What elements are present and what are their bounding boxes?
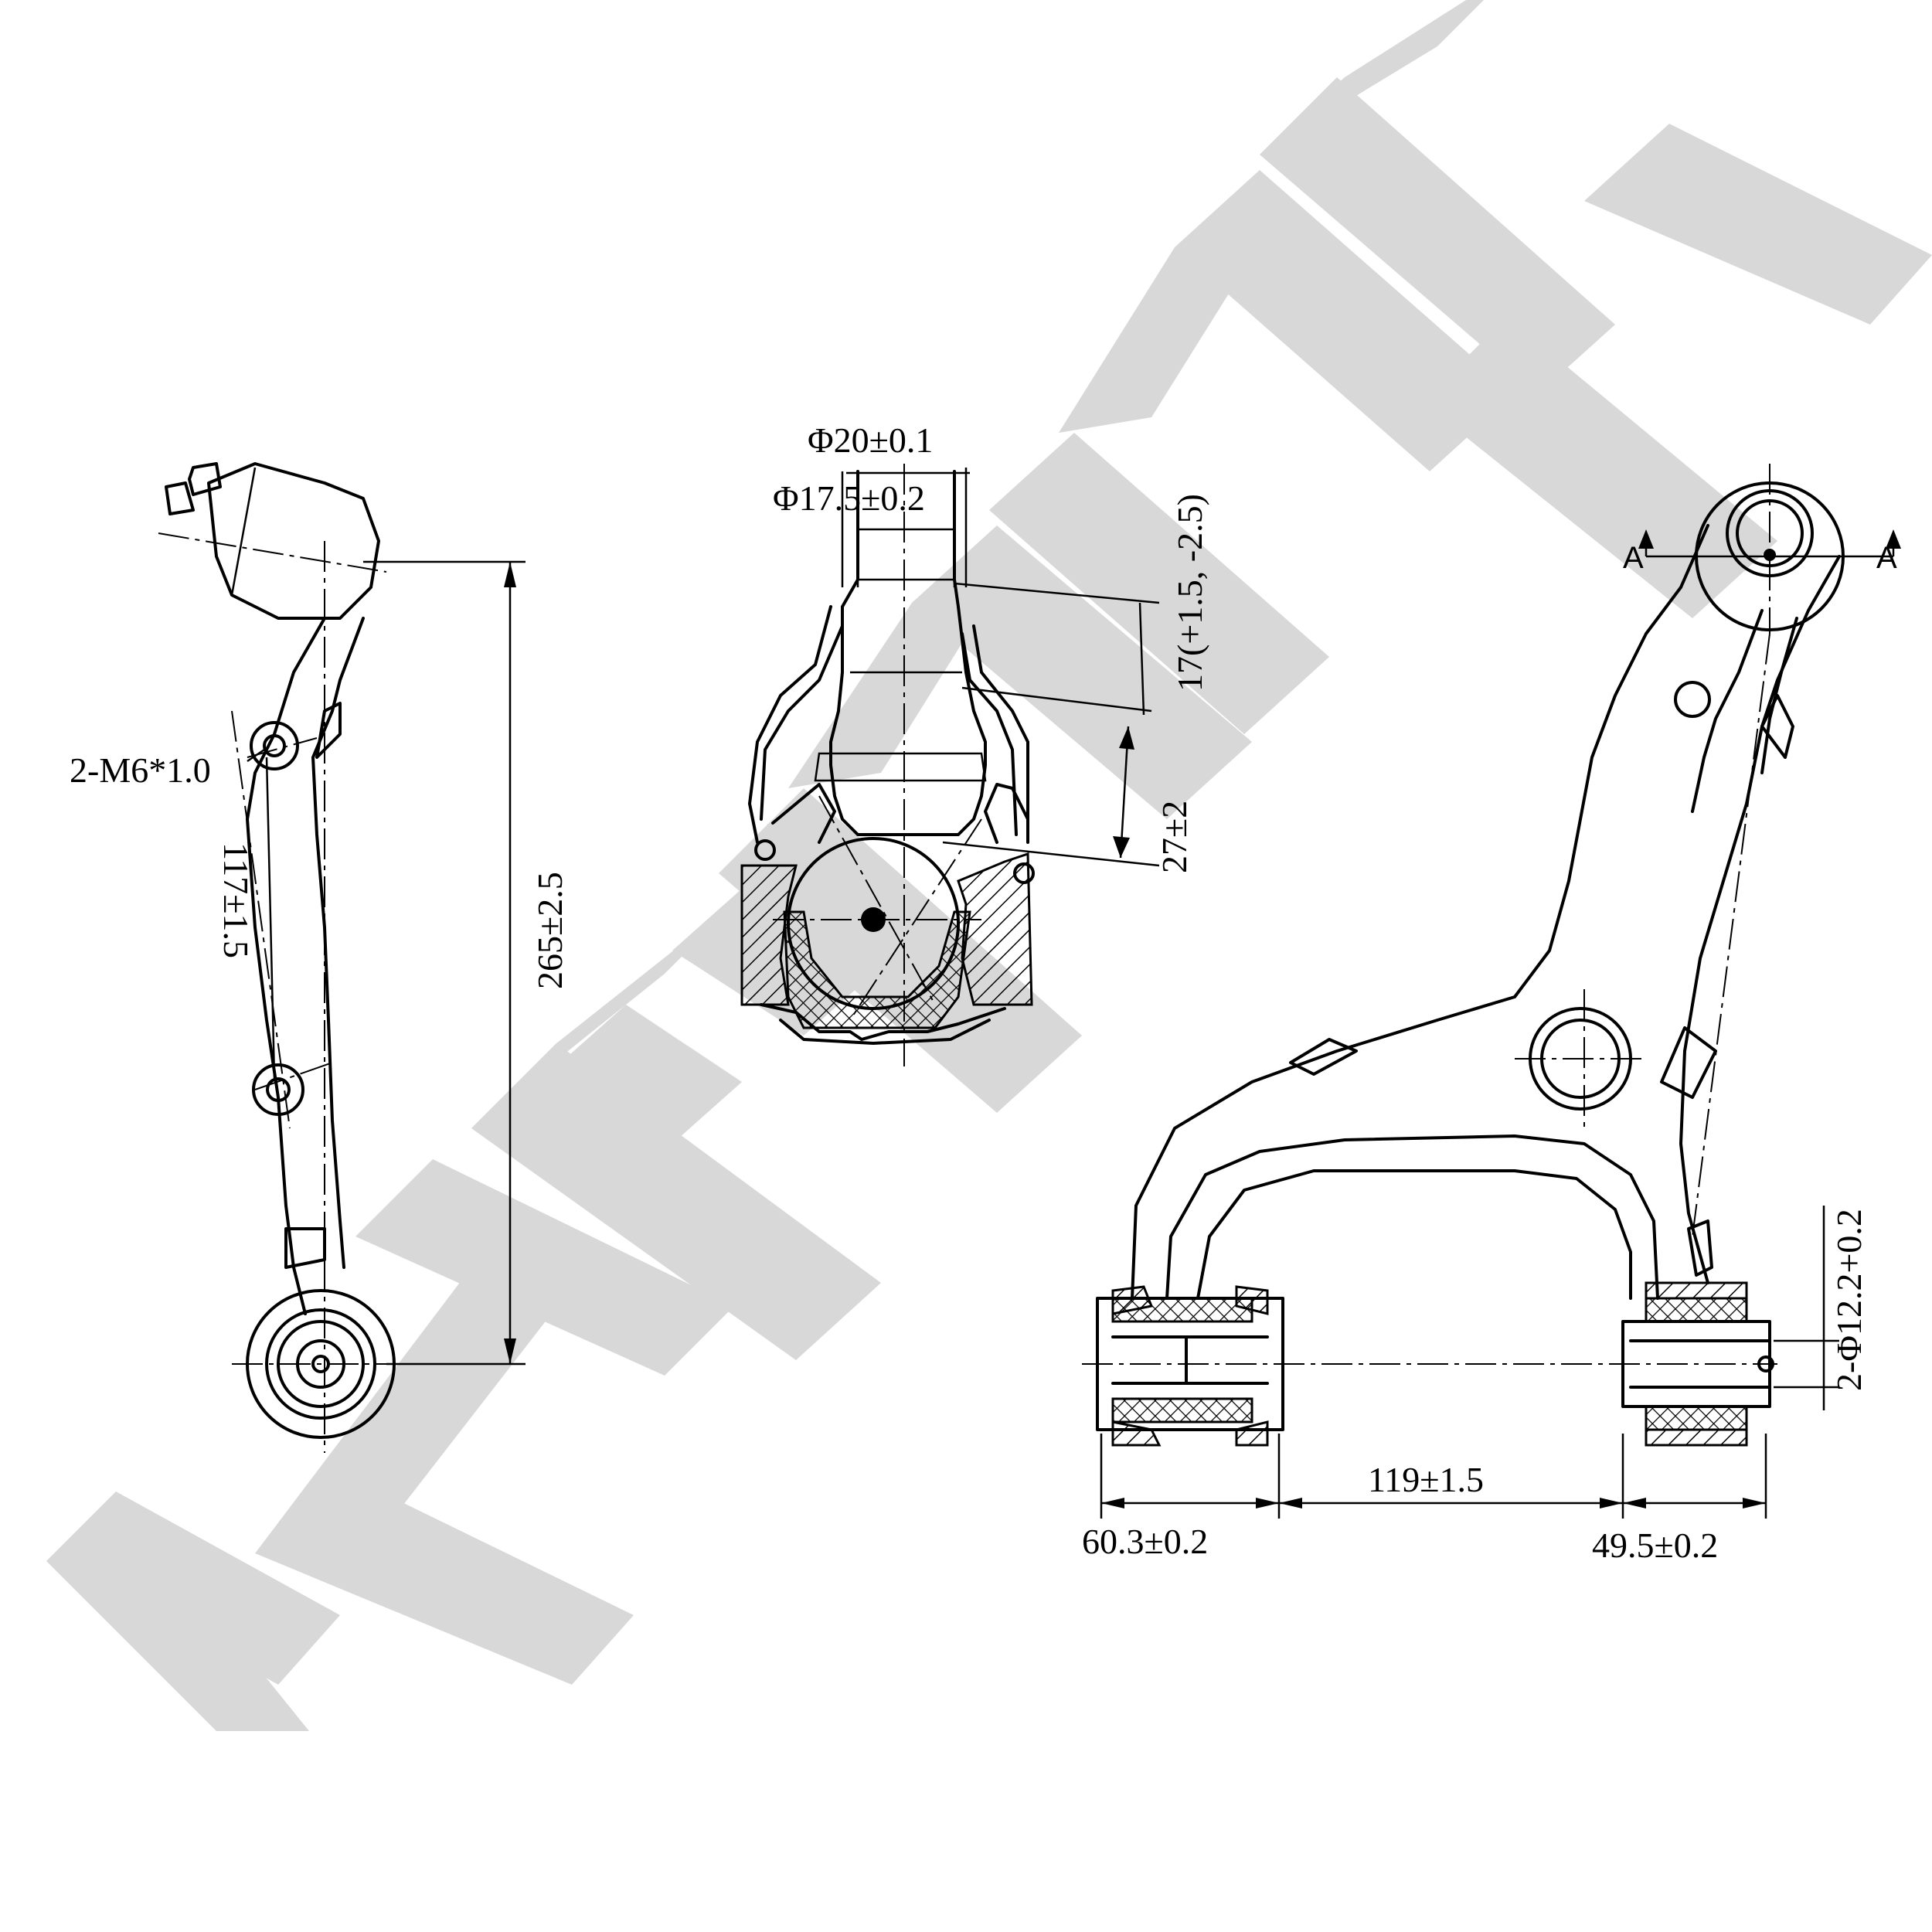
section-marker-right: A: [1876, 541, 1897, 575]
right-bushing-width-label: 49.5±0.2: [1592, 1526, 1718, 1565]
watermark-logo: [46, 0, 1932, 1731]
side-view: [158, 462, 526, 1453]
center-distance-label: 119±1.5: [1368, 1460, 1484, 1499]
side-view-height-label: 265±2.5: [530, 872, 570, 989]
bushing-bore-label: 2-Φ12.2+0.2: [1829, 1209, 1869, 1391]
side-view-thread-label: 2-M6*1.0: [70, 750, 211, 790]
top-view: [1082, 464, 1901, 1519]
stud-height-label: 27±2: [1155, 801, 1194, 873]
side-view-hole-pitch-label: 117±1.5: [216, 842, 256, 958]
ball-joint-section: [740, 464, 1160, 1066]
taper-length-label: 17(+1.5, -2.5): [1170, 494, 1209, 692]
left-bushing-width-label: 60.3±0.2: [1082, 1522, 1208, 1561]
minor-diameter-label: Φ17.5±0.2: [773, 478, 925, 518]
major-diameter-label: Φ20±0.1: [808, 420, 933, 460]
section-marker-left: A: [1623, 541, 1644, 575]
